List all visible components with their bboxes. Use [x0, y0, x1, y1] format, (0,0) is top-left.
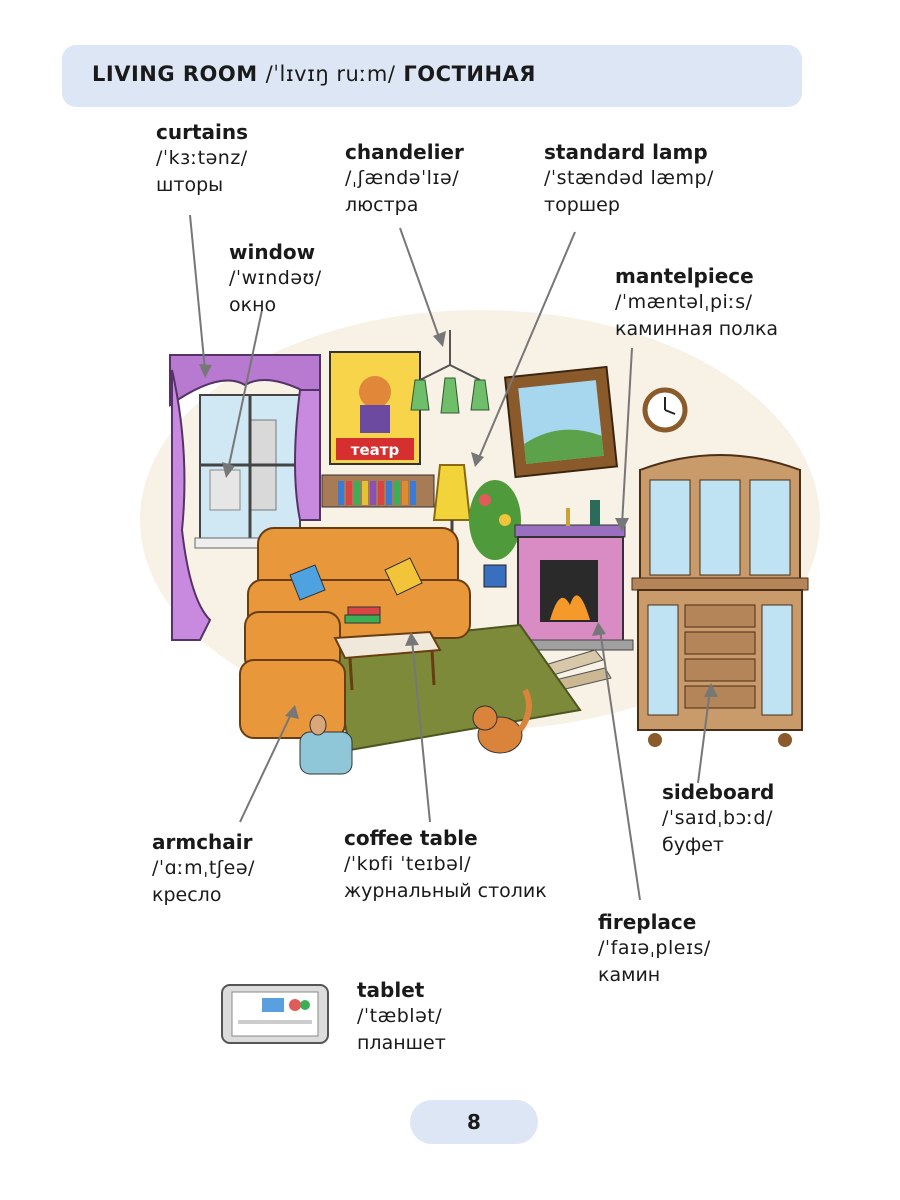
- label-mantelpiece: mantelpiece /ˈmæntəlˌpiːs/ каминная полк…: [615, 264, 778, 342]
- label-standard-lamp-transcription: /ˈstændəd læmp/: [544, 167, 714, 189]
- toy-backpack: [299, 714, 353, 775]
- wall-clock: [642, 387, 688, 433]
- label-pointer-lines: [189, 214, 711, 901]
- label-tablet-ru: планшет: [357, 1031, 446, 1054]
- poster-label: театр: [351, 441, 400, 459]
- armchair-illustration: [239, 611, 346, 739]
- label-fireplace: fireplace /ˈfaɪəˌpleɪs/ камин: [598, 910, 711, 988]
- label-mantelpiece-ru: каминная полка: [615, 317, 779, 340]
- label-standard-lamp-en: standard lamp: [544, 140, 708, 164]
- label-standard-lamp-ru: торшер: [544, 193, 620, 216]
- pointer-sideboard: [697, 689, 711, 784]
- label-chandelier-ru: люстра: [345, 193, 419, 216]
- label-coffee-table-en: coffee table: [344, 826, 478, 850]
- label-armchair-en: armchair: [152, 830, 253, 854]
- label-window-transcription: /ˈwɪndəʊ/: [229, 267, 322, 289]
- pointer-chandelier: [399, 227, 441, 341]
- label-curtains-ru: шторы: [156, 173, 224, 196]
- label-sideboard-transcription: /ˈsaɪdˌbɔːd/: [662, 807, 773, 829]
- label-coffee-table: coffee table /ˈkɒfi ˈteɪbəl/ журнальный …: [344, 826, 547, 904]
- house-plant: [469, 480, 521, 588]
- label-sideboard-ru: буфет: [662, 833, 724, 856]
- theatre-poster: театр: [329, 351, 421, 465]
- label-window-en: window: [229, 240, 316, 264]
- pointer-armchair: [239, 711, 293, 823]
- page-number: 8: [410, 1100, 538, 1144]
- label-curtains-transcription: /ˈkɜːtənz/: [156, 147, 248, 169]
- sideboard-illustration: [631, 454, 809, 747]
- label-armchair-ru: кресло: [152, 883, 222, 906]
- landscape-painting: [503, 365, 619, 479]
- label-chandelier-en: chandelier: [345, 140, 464, 164]
- label-tablet-en: tablet: [357, 978, 425, 1002]
- label-coffee-table-transcription: /ˈkɒfi ˈteɪbəl/: [344, 853, 472, 875]
- label-tablet: tablet /ˈtæblət/ планшет: [357, 978, 446, 1056]
- pointer-standard-lamp: [477, 231, 576, 461]
- label-chandelier: chandelier /ˌʃændəˈlɪə/ люстра: [345, 140, 464, 218]
- label-armchair-transcription: /ˈɑːmˌtʃeə/: [152, 857, 255, 879]
- pointer-window: [227, 309, 263, 471]
- label-sideboard: sideboard /ˈsaɪdˌbɔːd/ буфет: [662, 780, 774, 858]
- label-curtains-en: curtains: [156, 120, 249, 144]
- pointer-coffee-table: [411, 639, 431, 823]
- bookshelf: [321, 474, 435, 508]
- label-fireplace-en: fireplace: [598, 910, 697, 934]
- label-coffee-table-ru: журнальный столик: [344, 879, 547, 902]
- label-window: window /ˈwɪndəʊ/ окно: [229, 240, 322, 318]
- label-mantelpiece-en: mantelpiece: [615, 264, 754, 288]
- window-illustration: [194, 394, 311, 549]
- page-title: LIVING ROOM/ˈlɪvɪŋ ruːm/ГОСТИНАЯ: [92, 62, 536, 86]
- label-mantelpiece-transcription: /ˈmæntəlˌpiːs/: [615, 291, 753, 313]
- pointer-mantelpiece: [621, 347, 633, 526]
- pointer-fireplace: [599, 629, 641, 901]
- label-window-ru: окно: [229, 293, 277, 316]
- chandelier-illustration: [410, 330, 490, 414]
- pointer-arrowheads: [199, 331, 718, 719]
- label-fireplace-ru: камин: [598, 963, 661, 986]
- cat: [472, 688, 532, 754]
- label-armchair: armchair /ˈɑːmˌtʃeə/ кресло: [152, 830, 255, 908]
- tablet-illustration: [221, 984, 329, 1044]
- label-curtains: curtains /ˈkɜːtənz/ шторы: [156, 120, 248, 198]
- pointer-curtains: [189, 214, 206, 371]
- header-bar: [62, 45, 802, 107]
- fireplace-illustration: [507, 500, 634, 691]
- label-fireplace-transcription: /ˈfaɪəˌpleɪs/: [598, 937, 711, 959]
- label-tablet-transcription: /ˈtæblət/: [357, 1005, 443, 1027]
- label-standard-lamp: standard lamp /ˈstændəd læmp/ торшер: [544, 140, 714, 218]
- label-chandelier-transcription: /ˌʃændəˈlɪə/: [345, 167, 460, 189]
- label-sideboard-en: sideboard: [662, 780, 775, 804]
